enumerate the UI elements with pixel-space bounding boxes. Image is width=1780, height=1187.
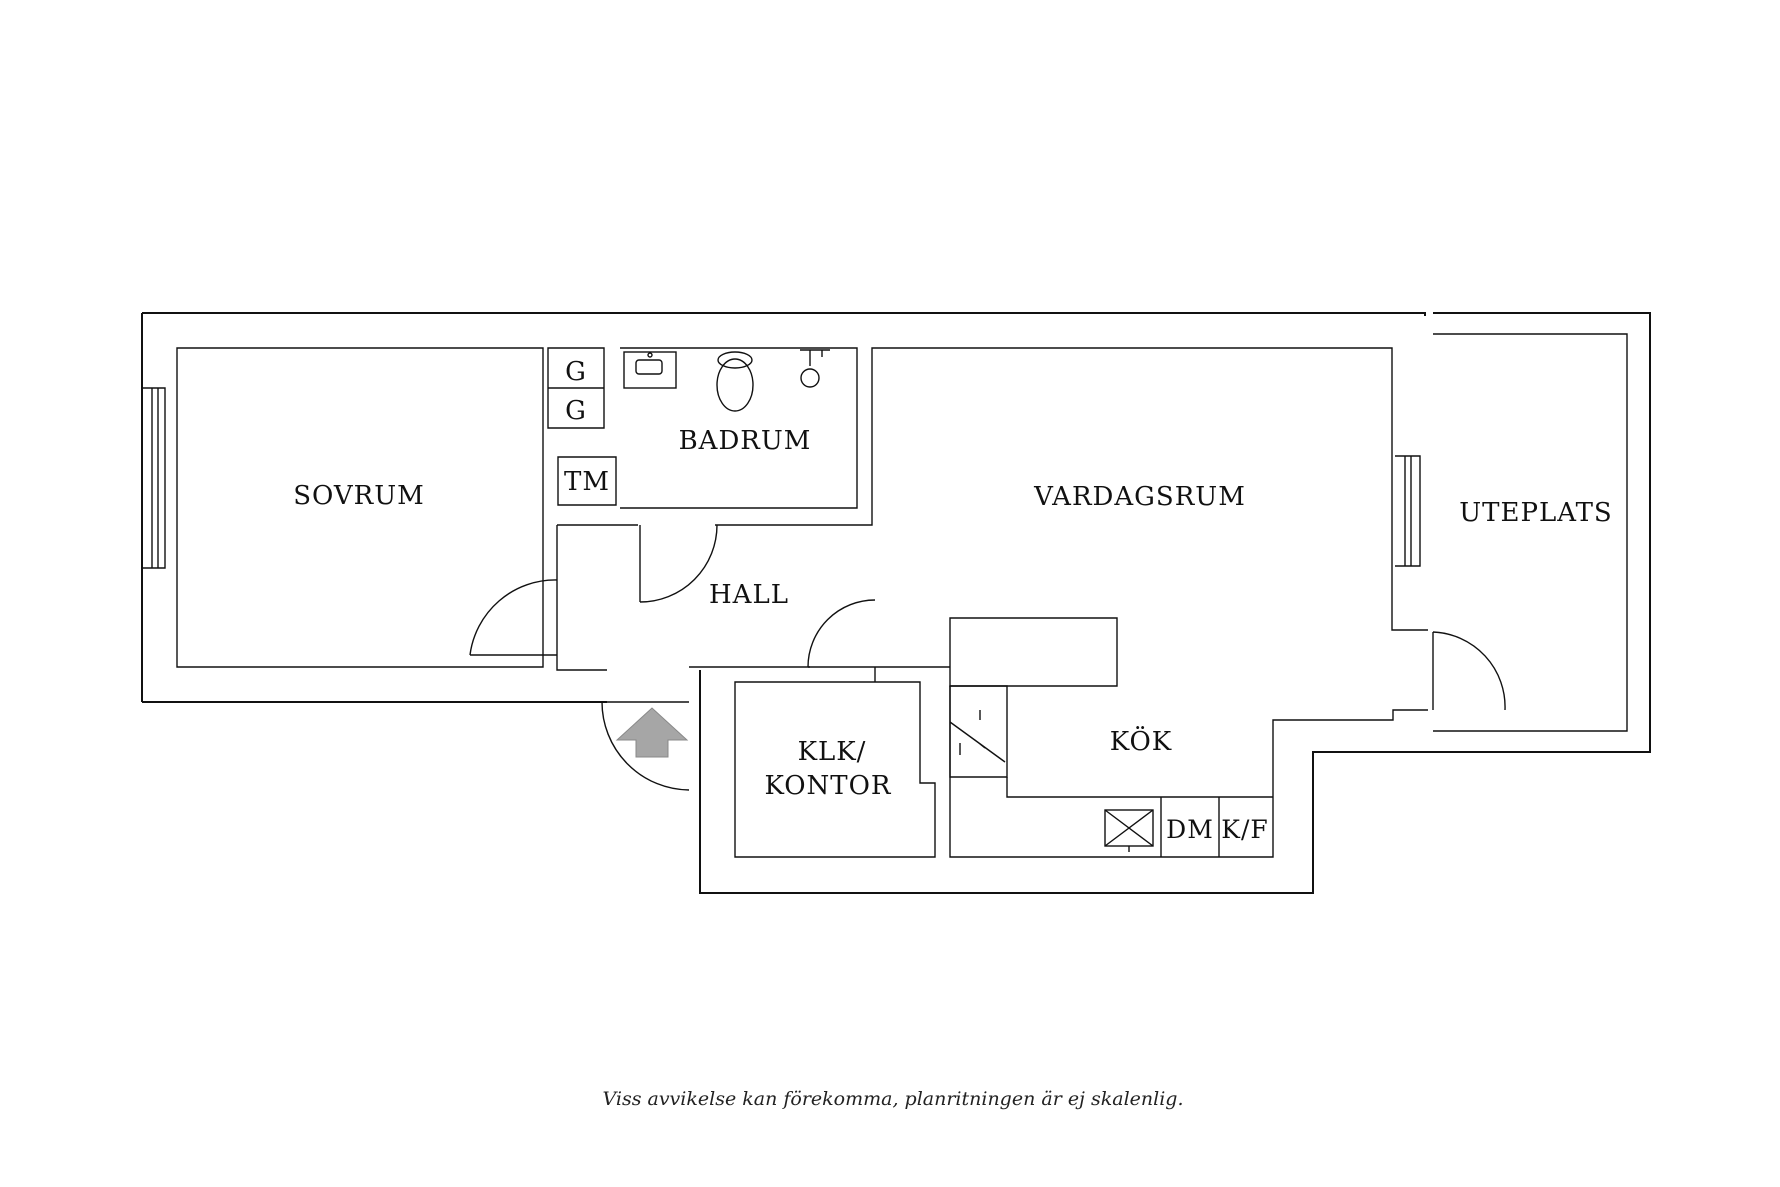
room-vardagsrum: VARDAGSRUM xyxy=(1033,482,1246,512)
disclaimer-caption: Viss avvikelse kan förekomma, planritnin… xyxy=(602,1088,1183,1110)
room-kok: KÖK xyxy=(1110,725,1172,757)
stove-icon xyxy=(1104,809,1154,852)
tm-label: TM xyxy=(564,467,610,497)
entrance-arrow-icon xyxy=(615,707,689,758)
shower-icon xyxy=(800,349,830,388)
stair-symbol xyxy=(949,710,1006,763)
room-uteplats: UTEPLATS xyxy=(1459,498,1613,528)
closet-g-1-label: G xyxy=(565,357,587,387)
door-swing-icon xyxy=(469,524,1506,791)
room-badrum: BADRUM xyxy=(679,426,812,456)
closet-g-2-label: G xyxy=(565,396,587,426)
sink-icon xyxy=(623,351,677,389)
room-klk-line1: KLK/ xyxy=(798,737,867,767)
outer-walls xyxy=(141,312,1651,894)
toilet-icon xyxy=(716,351,754,412)
dm-label: DM xyxy=(1166,815,1214,844)
appliance-dividers xyxy=(1160,797,1220,857)
inner-walls xyxy=(176,333,1628,858)
room-hall: HALL xyxy=(709,580,789,610)
room-sovrum: SOVRUM xyxy=(293,481,425,511)
room-klk-line2: KONTOR xyxy=(764,771,891,801)
kf-label: K/F xyxy=(1221,815,1268,844)
window-icon xyxy=(142,387,1421,569)
